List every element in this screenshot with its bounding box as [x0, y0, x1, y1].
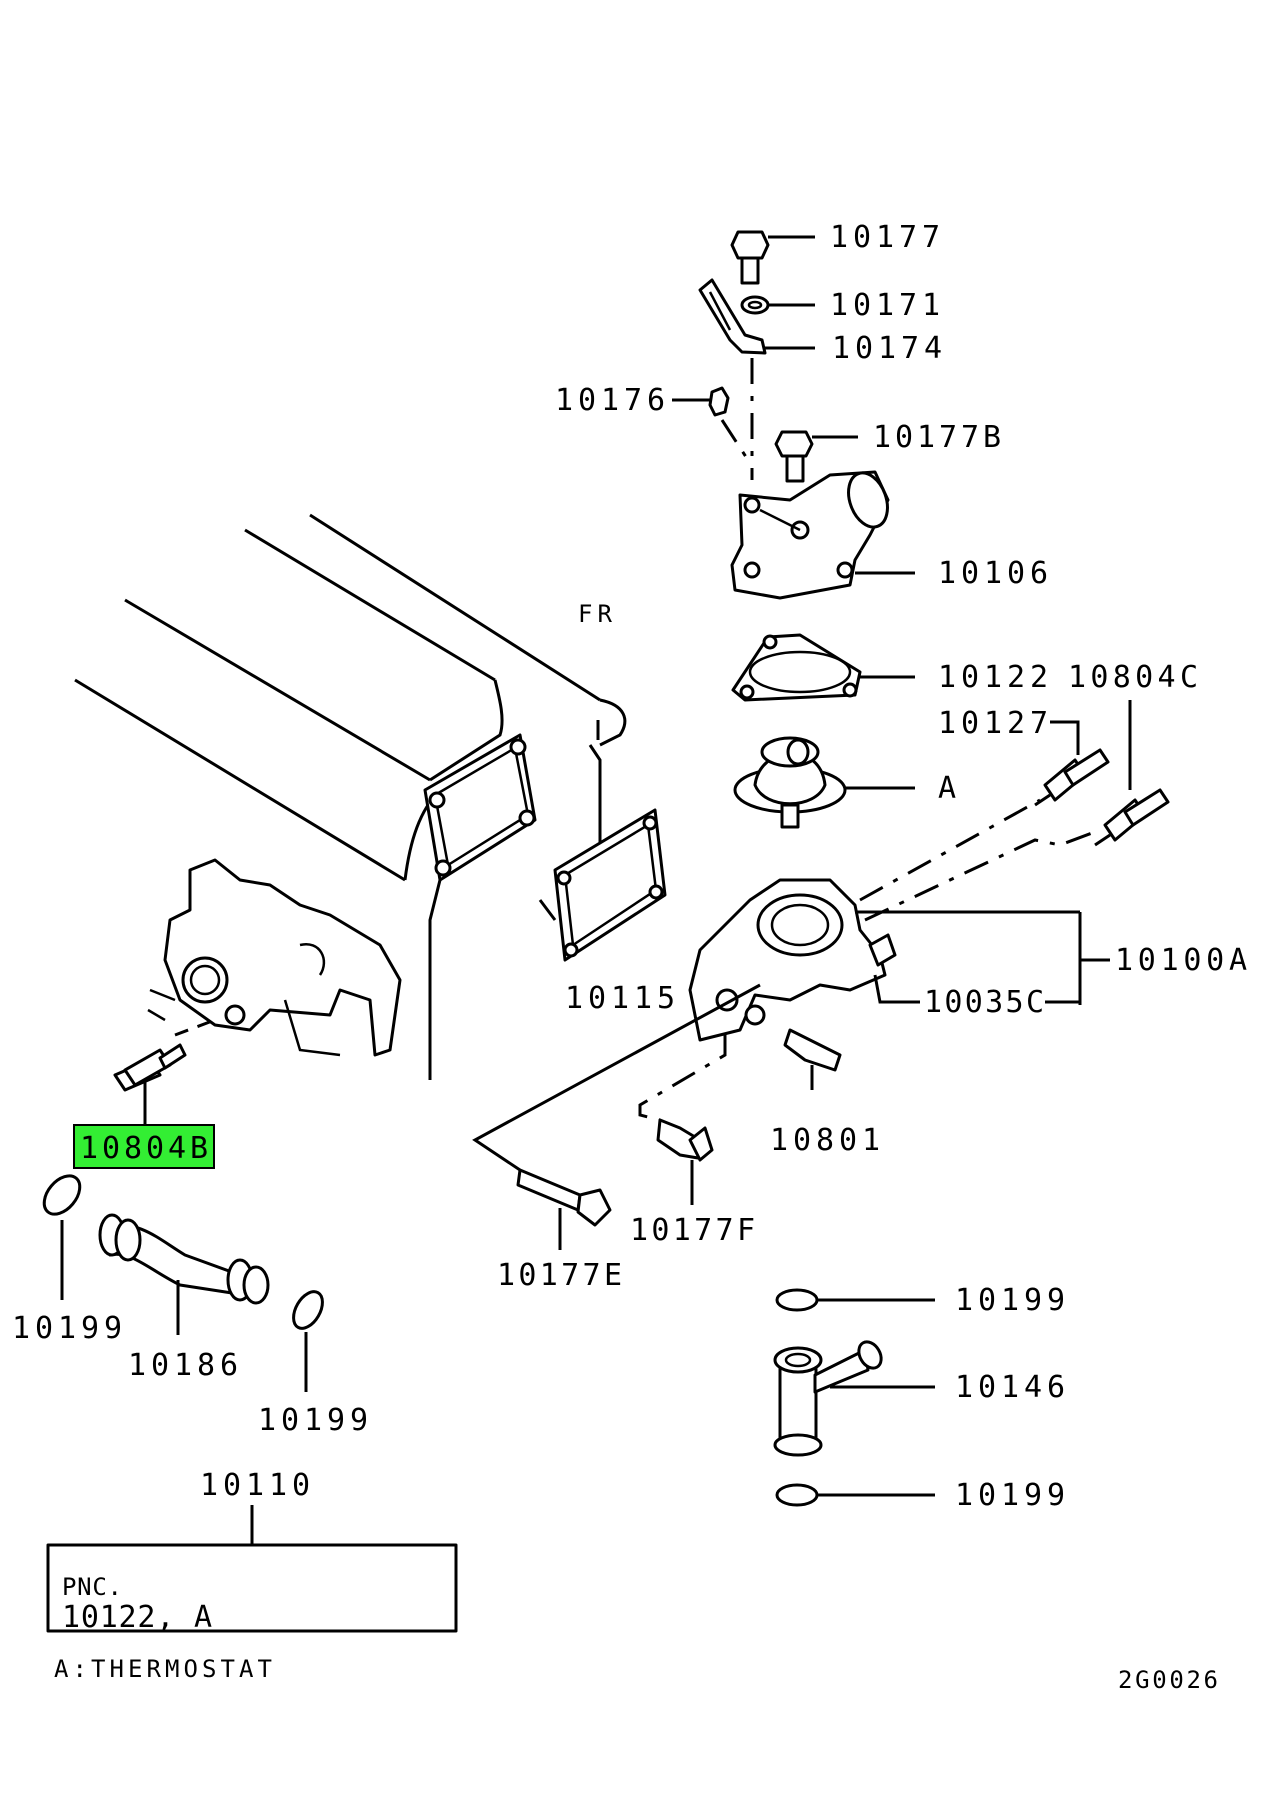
label-10100a[interactable]: 10100A: [1115, 943, 1247, 978]
oring-10199-mid: [292, 1290, 324, 1330]
bolt-10177f-part: [638, 1035, 727, 1205]
highlight-10804b: [73, 1124, 215, 1169]
pipe-10146-part: [773, 1340, 935, 1457]
water-outlet-10106-part: [730, 470, 915, 600]
label-10801[interactable]: 10801: [770, 1123, 880, 1158]
bolt-10177e-part: [472, 983, 761, 1250]
note-box: [46, 1543, 458, 1633]
oring-10199-right-top: [775, 1288, 819, 1312]
thermostat-a-part: [733, 736, 915, 829]
label-10199-right-top[interactable]: 10199: [955, 1283, 1065, 1318]
label-10035c[interactable]: 10035C: [924, 985, 1044, 1020]
label-10199-right-bottom[interactable]: 10199: [955, 1478, 1065, 1513]
gasket-10122-part: [731, 633, 915, 702]
drawing-code: 2G0026: [1118, 1666, 1218, 1694]
bolt-10177b-part: [774, 430, 858, 483]
water-pump-housing-part: [147, 858, 402, 1057]
sensor-10804b-part: [113, 1018, 216, 1125]
sensor-10801-part: [783, 1028, 842, 1090]
gasket-10115-part: [553, 808, 667, 962]
legend-thermostat: A:THERMOSTAT: [54, 1655, 272, 1683]
engine-manifold-outline: [74, 513, 627, 1080]
label-10127[interactable]: 10127: [938, 706, 1048, 741]
label-10176[interactable]: 10176: [555, 383, 665, 418]
label-10177b[interactable]: 10177B: [873, 420, 1001, 455]
label-10804c[interactable]: 10804C: [1068, 660, 1198, 695]
sensor-10127-part: [859, 720, 1110, 902]
label-fr: FR: [578, 600, 613, 628]
label-10122[interactable]: 10122: [938, 660, 1048, 695]
bolt-10177-part: [730, 230, 815, 285]
label-10171[interactable]: 10171: [830, 288, 940, 323]
oring-10199-left: [42, 1174, 82, 1216]
label-10177e[interactable]: 10177E: [497, 1258, 622, 1293]
thermostat-housing-10100a-part: [688, 878, 1110, 1042]
washer-10171-part: [740, 295, 815, 315]
label-a[interactable]: A: [938, 771, 956, 806]
cap-10176-part: [672, 386, 750, 461]
label-10106[interactable]: 10106: [938, 556, 1048, 591]
bracket-10174-part: [698, 278, 815, 480]
label-10146[interactable]: 10146: [955, 1370, 1065, 1405]
label-10186[interactable]: 10186: [128, 1348, 238, 1383]
note-box-line1: PNC.: [62, 1573, 122, 1601]
label-10174[interactable]: 10174: [832, 331, 942, 366]
label-10177[interactable]: 10177: [830, 220, 940, 255]
pipe-10186-part: [98, 1213, 270, 1335]
oring-10199-right-bottom: [775, 1483, 819, 1507]
sensor-10804c-part: [864, 700, 1170, 922]
note-box-line2: 10122, A: [62, 1600, 212, 1635]
label-10199-mid[interactable]: 10199: [258, 1403, 368, 1438]
label-10199-left[interactable]: 10199: [12, 1311, 122, 1346]
label-10110[interactable]: 10110: [200, 1468, 310, 1503]
label-10177f[interactable]: 10177F: [630, 1213, 755, 1248]
label-10115[interactable]: 10115: [565, 981, 675, 1016]
